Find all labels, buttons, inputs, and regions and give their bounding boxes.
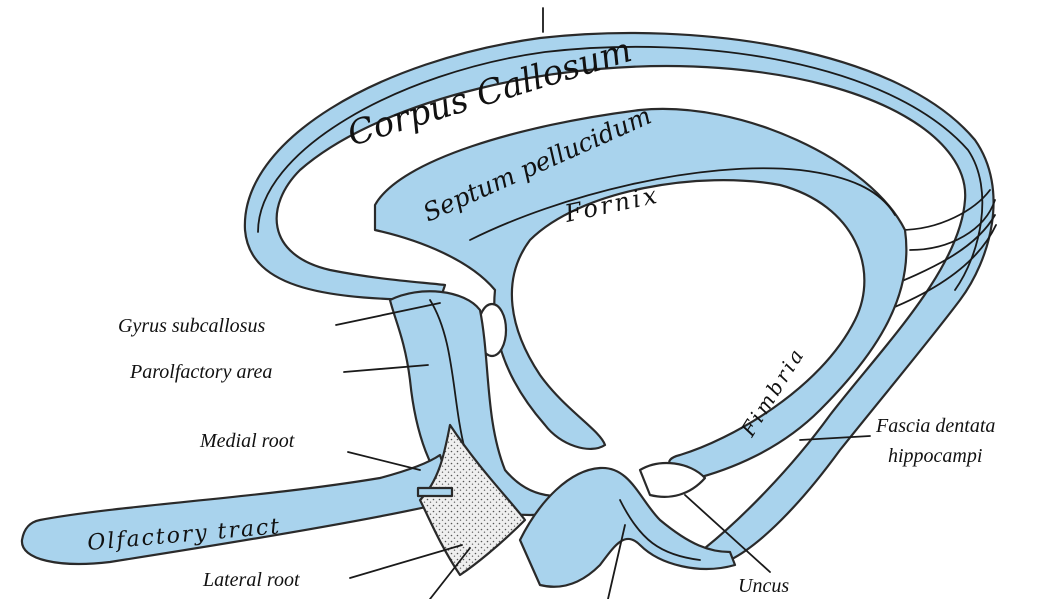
medial-root-label: Medial root xyxy=(199,430,295,452)
uncus-shape xyxy=(520,468,735,587)
medial-root-leader xyxy=(348,452,420,470)
parolfactory-area-label: Parolfactory area xyxy=(129,361,272,383)
lateral-root-leader xyxy=(350,545,462,578)
fascia-dentata-label-line1: Fascia dentata xyxy=(875,415,995,437)
medial-root-bar xyxy=(418,488,452,496)
gyrus-subcallosus-label: Gyrus subcallosus xyxy=(118,315,265,337)
uncus-label: Uncus xyxy=(738,575,789,597)
lateral-root-label: Lateral root xyxy=(202,569,300,591)
fascia-dentata-label-line2: hippocampi xyxy=(888,445,982,467)
